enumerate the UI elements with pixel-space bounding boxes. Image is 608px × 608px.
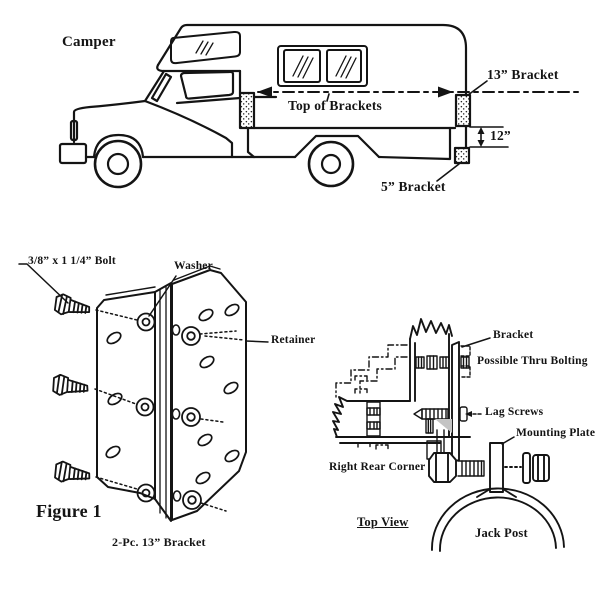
washers [135,312,202,510]
thru-bolt [415,355,470,370]
figure1-title: Figure 1 [36,501,102,521]
a-pillar [143,69,166,103]
front-bumper [58,142,88,165]
bracket-5-label: 5” Bracket [381,179,446,194]
corner-bolt-assembly [428,442,550,493]
front-wheel-arch [92,133,145,159]
jack-post-arc [431,487,565,552]
door-window [179,70,235,100]
bolt-size-label: 3/8” x 1 1/4” Bolt [28,255,116,267]
top-of-brackets-label: Top of Brackets [288,98,383,113]
lag-screws-leader [465,411,483,417]
top-view-label: Top View [357,515,409,529]
bolt-leader [18,263,69,304]
mounting-plate-label: Mounting Plate [516,427,596,439]
washer [522,452,531,484]
camper-title: Camper [62,34,116,50]
hood [72,99,147,144]
hidden-framing [335,344,408,450]
figure1-caption: 2-Pc. 13” Bracket [112,535,206,549]
bracket-13-label: 13” Bracket [487,67,559,82]
front-13in-bracket [238,91,256,130]
corner-detail-drawing [332,318,565,552]
camper-side-windows [277,45,368,87]
lag-screws-label: Lag Screws [485,406,544,418]
right-rear-corner-label: Right Rear Corner [329,461,426,473]
assembly-axes [94,309,237,512]
mounting-plate-leader [501,436,515,445]
camper-shell [156,23,468,96]
dimension-12-label: 12” [490,128,511,143]
vent-window [150,72,173,103]
bracket-leader [461,337,491,348]
corner-gusset [425,418,452,463]
rear-5in-bracket [453,146,471,165]
bracket-label: Bracket [493,329,534,341]
bolt-head [428,452,457,483]
top-of-brackets-line [257,86,583,102]
mounting-bolts [50,292,93,488]
front-marker-light [69,119,79,142]
bracket13-leader [467,80,488,96]
thru-bolting-label: Possible Thru Bolting [477,355,588,367]
nut [532,454,550,482]
washer-label: Washer [174,260,213,272]
front-wheel [93,139,143,189]
vertical-lag-screw [366,401,381,437]
overcab-window [170,30,241,65]
bracket-bar [451,341,460,463]
washer-leader [148,275,177,317]
mounting-plate [489,442,504,493]
figure1-bracket-drawing [18,263,269,522]
camper-truck-drawing [58,23,583,189]
rear-13in-bracket [454,93,472,128]
bracket5-leader [436,163,460,182]
fold-holes [171,324,182,502]
plate-holes [105,303,240,485]
jack-post-label: Jack Post [475,526,528,540]
left-arrowhead [257,86,272,98]
right-arrowhead [438,86,453,98]
bolt-shank [457,460,485,477]
retainer-plate [154,282,172,522]
dimension-12in [469,126,509,148]
retainer-leader [204,335,269,343]
rear-wheel [307,140,355,188]
retainer-label: Retainer [271,334,316,346]
rear-wheel-arch [293,134,381,159]
bed-floor-section [332,396,471,444]
